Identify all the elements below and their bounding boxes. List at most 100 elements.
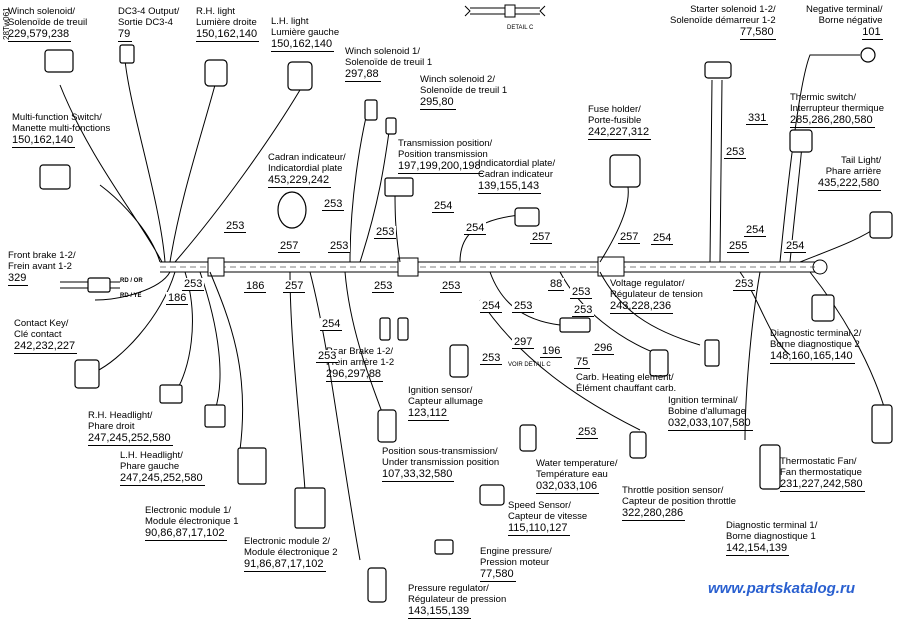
callout-line: Contact Key/ bbox=[14, 318, 69, 329]
callout-numbers: 123,112 bbox=[408, 407, 449, 421]
callout-numbers: 295,80 bbox=[420, 96, 456, 110]
callout-line: Module électronique 2 bbox=[244, 547, 338, 558]
callout-diagnostic-terminal-1: Diagnostic terminal 1/ Borne diagnostiqu… bbox=[726, 520, 817, 556]
conn-thermo-fan bbox=[871, 404, 893, 444]
branch-center-down bbox=[289, 271, 386, 561]
conn-water-temp bbox=[519, 424, 537, 452]
segment-label: 253 bbox=[328, 240, 351, 253]
segment-label: 186 bbox=[244, 280, 267, 293]
segment-label: 196 bbox=[540, 345, 563, 358]
callout-line: Interrupteur thermique bbox=[790, 103, 884, 114]
callout-line: Diagnostic terminal 1/ bbox=[726, 520, 818, 531]
callout-rh-headlight: R.H. Headlight/ Phare droit 247,245,252,… bbox=[88, 410, 173, 446]
callout-line: Ignition terminal/ bbox=[668, 395, 738, 406]
segment-label: 253 bbox=[182, 278, 205, 291]
callout-numbers: 297,88 bbox=[345, 68, 381, 82]
callout-line: Phare gauche bbox=[120, 461, 180, 472]
conn-pressure-reg bbox=[367, 567, 387, 603]
detail-c-harness bbox=[470, 7, 540, 15]
callout-line: Lumière gauche bbox=[271, 27, 340, 38]
segment-label: 88 bbox=[548, 278, 565, 291]
callout-transmission-position: Transmission position/ Position transmis… bbox=[398, 138, 492, 174]
segment-label: 253 bbox=[374, 226, 397, 239]
callout-water-temperature: Water temperature/ Température eau 032,0… bbox=[536, 458, 617, 494]
callout-line: Winch solenoid/ bbox=[8, 6, 76, 17]
callout-dc3-4-output: DC3-4 Output/ Sortie DC3-4 79 bbox=[118, 6, 179, 42]
segment-label: 255 bbox=[727, 240, 750, 253]
callout-negative-terminal: Negative terminal/ Borne négative 101 bbox=[806, 4, 883, 40]
callout-line: Borne diagnostique 1 bbox=[726, 531, 816, 542]
segment-label: 296 bbox=[592, 342, 615, 355]
branch-left-bottom bbox=[94, 271, 244, 451]
callout-line: Diagnostic terminal 2/ bbox=[770, 328, 862, 339]
callout-line: Electronic module 2/ bbox=[244, 536, 331, 547]
segment-label: 253 bbox=[576, 426, 599, 439]
conn-ignition-coil bbox=[649, 349, 669, 377]
sleeve-3 bbox=[597, 256, 625, 277]
conn-winch-1 bbox=[364, 99, 378, 121]
segment-label: 253 bbox=[316, 350, 339, 363]
callout-line: Solenoïde de treuil 1 bbox=[420, 85, 508, 96]
tag-rd-or: RD / OR bbox=[120, 278, 143, 284]
callout-line: Cadran indicateur bbox=[478, 169, 553, 180]
conn-diag-2 bbox=[811, 294, 835, 322]
segment-label: 253 bbox=[480, 352, 503, 365]
callout-cadran-indicateur: Cadran indicateur/ Indicatordial plate 4… bbox=[268, 152, 346, 188]
callout-numbers: 242,232,227 bbox=[14, 340, 78, 354]
callout-line: Frein arrière 1-2 bbox=[326, 357, 395, 368]
callout-numbers: 150,162,140 bbox=[196, 28, 260, 42]
conn-tail bbox=[869, 211, 893, 239]
conn-throttle bbox=[629, 431, 647, 459]
callout-numbers: 101 bbox=[862, 26, 883, 40]
callout-line: Bobine d'allumage bbox=[668, 406, 746, 417]
conn-engine-pressure bbox=[434, 539, 454, 555]
segment-label: 257 bbox=[278, 240, 301, 253]
conn-starter bbox=[704, 61, 732, 79]
callout-winch-solenoid-1: Winch solenoid 1/ Solenoïde de treuil 1 … bbox=[345, 46, 432, 82]
callout-voltage-regulator: Voltage regulator/ Régulateur de tension… bbox=[610, 278, 703, 314]
callout-numbers: 148,160,165,140 bbox=[770, 350, 855, 364]
callout-position-sous-transmission: Position sous-transmission/ Under transm… bbox=[382, 446, 499, 482]
callout-line: R.H. light bbox=[196, 6, 236, 17]
callout-line: Pression moteur bbox=[480, 557, 550, 568]
callout-speed-sensor: Speed Sensor/ Capteur de vitesse 115,110… bbox=[508, 500, 587, 536]
conn-winch-left bbox=[44, 49, 74, 73]
callout-line: Cadran indicateur/ bbox=[268, 152, 346, 163]
callout-tail-light: Tail Light/ Phare arrière 435,222,580 bbox=[818, 155, 882, 191]
callout-line: Thermic switch/ bbox=[790, 92, 856, 103]
callout-line: Multi-function Switch/ bbox=[12, 112, 102, 123]
callout-numbers: 90,86,87,17,102 bbox=[145, 527, 227, 541]
callout-line: L.H. Headlight/ bbox=[120, 450, 183, 461]
segment-label: 254 bbox=[744, 224, 767, 237]
callout-numbers: 453,229,242 bbox=[268, 174, 332, 188]
callout-starter-solenoid: Starter solenoid 1-2/ Solenoïde démarreu… bbox=[670, 4, 776, 40]
sleeve-2 bbox=[397, 257, 419, 277]
callout-line: Starter solenoid 1-2/ bbox=[690, 4, 776, 15]
conn-thermic bbox=[789, 129, 813, 153]
callout-numbers: 229,579,238 bbox=[8, 28, 72, 42]
callout-ignition-coil: Ignition terminal/ Bobine d'allumage 032… bbox=[668, 395, 753, 431]
conn-dc34 bbox=[119, 44, 135, 64]
callout-line: Élément chauffant carb. bbox=[576, 383, 677, 394]
callout-line: Winch solenoid 1/ bbox=[345, 46, 420, 57]
callout-front-brake: Front brake 1-2/ Frein avant 1-2 329 bbox=[8, 250, 76, 286]
callout-thermic-switch: Thermic switch/ Interrupteur thermique 2… bbox=[790, 92, 884, 128]
segment-label: 254 bbox=[432, 200, 455, 213]
segment-label: 253 bbox=[322, 198, 345, 211]
callout-thermostatic-fan: Thermostatic Fan/ Fan thermostatique 231… bbox=[780, 456, 865, 492]
callout-line: Solenoïde de treuil bbox=[8, 17, 88, 28]
callout-line: Tail Light/ bbox=[841, 155, 882, 166]
callout-line: Solenoïde démarreur 1-2 bbox=[670, 15, 776, 26]
callout-indicator-dial-plate: Indicatordial plate/ Cadran indicateur 1… bbox=[478, 158, 555, 194]
callout-numbers: 243,228,236 bbox=[610, 300, 674, 314]
callout-carb-heating: Carb. Heating element/ Élément chauffant… bbox=[576, 372, 676, 394]
callout-numbers: 197,199,200,198 bbox=[398, 160, 483, 174]
conn-under-trans bbox=[377, 409, 397, 443]
conn-rh-headlight bbox=[159, 384, 183, 404]
conn-rear-brake-2 bbox=[397, 317, 409, 341]
segment-label: 253 bbox=[733, 278, 756, 291]
callout-line: Rear Brake 1-2/ bbox=[326, 346, 394, 357]
callout-line: Front brake 1-2/ bbox=[8, 250, 76, 261]
branch-starter bbox=[709, 79, 723, 263]
callout-line: Fuse holder/ bbox=[588, 104, 641, 115]
